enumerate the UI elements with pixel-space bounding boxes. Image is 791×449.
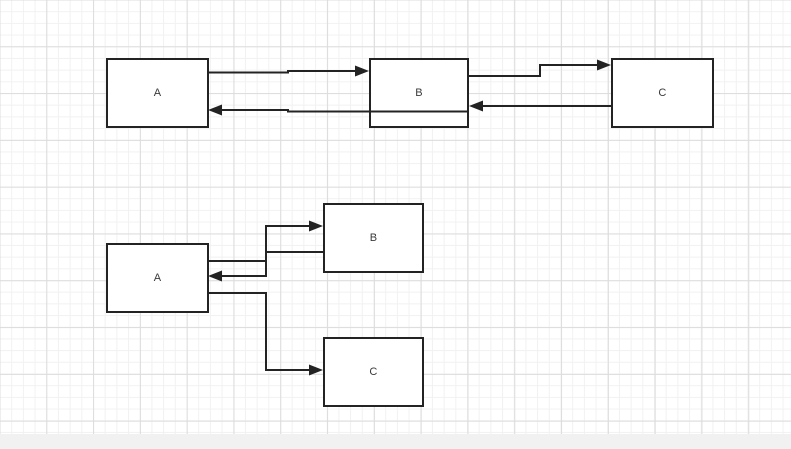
node-bottom-a[interactable]: A — [106, 243, 209, 313]
node-label-top-b: B — [415, 86, 423, 99]
arrowhead-bottom-b-to-a — [208, 270, 222, 282]
node-label-top-a: A — [153, 86, 162, 99]
node-top-b[interactable]: B — [369, 58, 469, 128]
edge-bottom-a-to-b[interactable] — [209, 220, 323, 262]
node-label-top-c: C — [658, 86, 667, 99]
arrowhead-bottom-a-to-b — [309, 220, 323, 232]
node-label-bottom-c: C — [369, 365, 378, 378]
arrowhead-top-b-to-c — [597, 59, 611, 71]
edge-top-a-to-b[interactable] — [209, 65, 369, 77]
edge-bottom-b-to-a[interactable] — [208, 251, 323, 282]
arrowhead-bottom-a-to-c — [309, 364, 323, 376]
node-top-c[interactable]: C — [611, 58, 714, 128]
node-label-bottom-a: A — [153, 271, 162, 284]
arrowhead-top-b-to-a — [208, 104, 222, 116]
node-top-a[interactable]: A — [106, 58, 209, 128]
edge-top-c-to-b[interactable] — [469, 100, 611, 112]
node-label-bottom-b: B — [369, 231, 378, 244]
arrowhead-top-c-to-b — [469, 100, 483, 112]
arrowhead-top-a-to-b — [355, 65, 369, 77]
edge-top-b-to-a[interactable] — [208, 104, 469, 116]
edge-bottom-a-to-c[interactable] — [209, 292, 323, 376]
edge-top-b-to-c[interactable] — [469, 59, 611, 77]
node-bottom-c[interactable]: C — [323, 337, 424, 407]
node-bottom-b[interactable]: B — [323, 203, 424, 273]
bottom-status-bar — [0, 434, 791, 449]
